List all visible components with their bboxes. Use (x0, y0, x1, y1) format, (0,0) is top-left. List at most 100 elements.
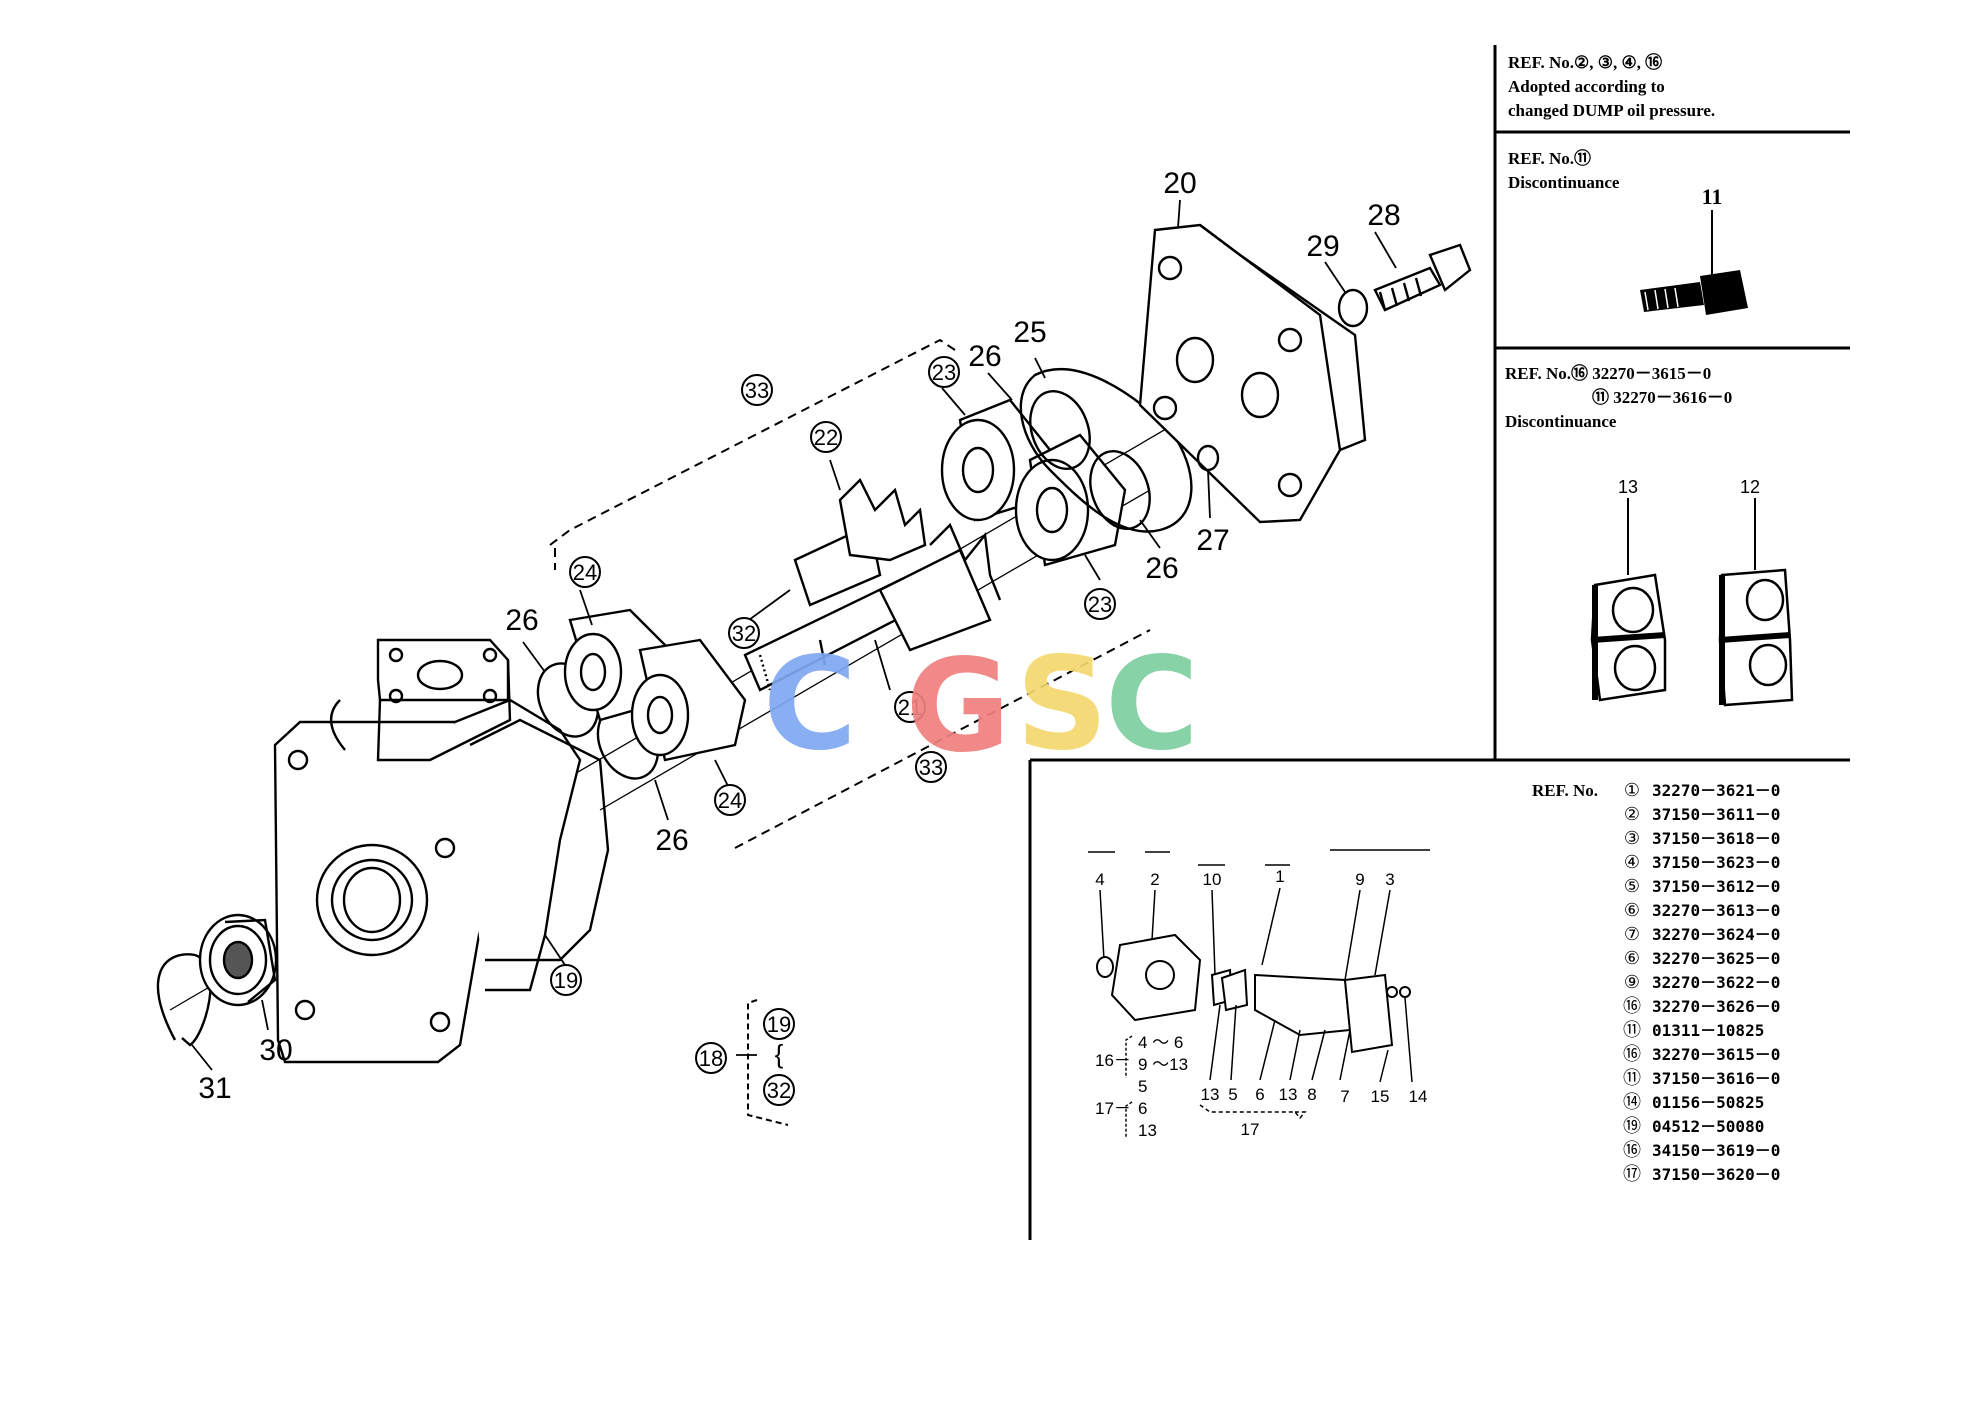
ref-table-ref: ⑯ (1623, 1140, 1641, 1160)
callout-26-left: 26 (505, 604, 538, 637)
ref-table-part-number: 32270－3613－0 (1652, 901, 1780, 920)
oring-26-right-a (1029, 390, 1091, 470)
watermark-letter-c2: C (1105, 630, 1199, 779)
callout-25: 25 (1013, 316, 1046, 349)
inset-label-8: 8 (1307, 1085, 1316, 1104)
svg-text:23: 23 (1088, 592, 1112, 617)
inset-label-13b: 13 (1279, 1085, 1298, 1104)
callout-20: 20 (1163, 167, 1196, 200)
watermark-letter-s: S (1016, 630, 1108, 779)
callout-23-top: 23 (928, 356, 960, 388)
callout-27: 27 (1196, 524, 1229, 557)
callout-numbers: 20 28 29 25 26 27 26 26 26 30 31 (198, 167, 1400, 1105)
inset-assembly-view: 4 2 10 1 9 3 (1088, 849, 1430, 1140)
callout-32-group: 32 (763, 1074, 795, 1106)
svg-text:Discontinuance: Discontinuance (1508, 173, 1620, 192)
inset-label-15: 15 (1371, 1087, 1390, 1106)
ref-table-part-number: 37150－3620－0 (1652, 1165, 1780, 1184)
svg-text:REF. No.⑪: REF. No.⑪ (1508, 148, 1591, 168)
svg-text:22: 22 (814, 425, 838, 450)
svg-text:21: 21 (898, 695, 922, 720)
inset-label-3: 3 (1385, 870, 1394, 889)
callout-leaders (191, 199, 1397, 1071)
svg-text:changed DUMP oil pressure.: changed DUMP oil pressure. (1508, 101, 1715, 120)
frame-lines (1028, 45, 1850, 1240)
inset-label-7: 7 (1340, 1087, 1349, 1106)
ref-table-part-number: 32270－3622－0 (1652, 973, 1780, 992)
svg-text:19: 19 (767, 1012, 791, 1037)
svg-text:REF. No.②, ③, ④, ⑯: REF. No.②, ③, ④, ⑯ (1508, 52, 1662, 72)
callout-32: 32 (728, 617, 760, 649)
callout-24-top: 24 (569, 556, 601, 588)
bushings-23 (940, 398, 1127, 567)
group-legend: 16－ 4 ～ 6 9 ～13 5 17－ 6 13 (1095, 1033, 1188, 1140)
ref-table-part-number: 37150－3611－0 (1652, 805, 1780, 824)
main-exploded-view (156, 223, 1472, 1064)
svg-text:16－: 16－ (1095, 1051, 1131, 1070)
bolt-11-label: 11 (1702, 184, 1723, 209)
washer-29 (1337, 288, 1369, 328)
ref-table-ref: ① (1624, 780, 1640, 800)
svg-text:17－: 17－ (1095, 1099, 1131, 1118)
callout-26-top: 26 (968, 340, 1001, 373)
block-13-icon (1590, 573, 1667, 702)
callout-28: 28 (1367, 199, 1400, 232)
watermark-letter-g: G (905, 632, 1010, 781)
callout-29: 29 (1306, 230, 1339, 263)
callout-31: 31 (198, 1072, 231, 1105)
callout-33-bottom: 33 (915, 751, 947, 783)
ref-table-part-number: 37150－3623－0 (1652, 853, 1780, 872)
cover-20 (1138, 223, 1367, 524)
ref-table-title: REF. No. (1532, 781, 1598, 800)
inset-label-9: 9 (1355, 870, 1364, 889)
callout-26-bottom: 26 (655, 824, 688, 857)
ref-table-ref: ⑪ (1623, 1068, 1641, 1088)
inset-bottom-labels: 13 5 6 13 8 7 15 14 (1201, 1085, 1428, 1106)
svg-text:23: 23 (932, 360, 956, 385)
inset-label-10: 10 (1203, 870, 1222, 889)
ref-table-ref: ⑥ (1624, 900, 1640, 920)
ref-table-part-number: 01156－50825 (1652, 1093, 1764, 1112)
note-panel-3: REF. No.⑯ 32270－3615－0 ⑪ 32270－3616－0 Di… (1505, 363, 1794, 707)
ref-table-part-number: 04512－50080 (1652, 1117, 1764, 1136)
oring-26-right-b (1089, 450, 1151, 530)
bolt-11-icon (1640, 270, 1748, 315)
block-12-icon (1718, 568, 1794, 707)
ref-table-ref: ② (1624, 804, 1640, 824)
inset-label-17: 17 (1241, 1120, 1260, 1139)
inset-label-14: 14 (1409, 1087, 1428, 1106)
bushings-24 (563, 608, 747, 762)
svg-text:6: 6 (1138, 1099, 1147, 1118)
ref-table-part-number: 32270－3625－0 (1652, 949, 1780, 968)
block-12-label: 12 (1740, 477, 1760, 497)
svg-text:33: 33 (745, 378, 769, 403)
svg-text:{: { (775, 1039, 784, 1069)
svg-text:9 ～13: 9 ～13 (1138, 1055, 1188, 1074)
svg-text:32: 32 (767, 1078, 791, 1103)
ref-table-part-number: 32270－3626－0 (1652, 997, 1780, 1016)
svg-text:33: 33 (919, 755, 943, 780)
ref-table-ref: ⑯ (1623, 1044, 1641, 1064)
callout-23-bottom: 23 (1084, 588, 1116, 620)
cgsc-watermark: C G S C (763, 630, 1199, 781)
callout-26-right: 26 (1145, 552, 1178, 585)
inset-label-1: 1 (1275, 867, 1284, 886)
svg-text:⑪ 32270－3616－0: ⑪ 32270－3616－0 (1592, 387, 1732, 407)
ref-table-ref: ⑰ (1623, 1164, 1641, 1184)
svg-text:REF. No.⑯ 32270－3615－0: REF. No.⑯ 32270－3615－0 (1505, 363, 1711, 383)
svg-text:4 ～ 6: 4 ～ 6 (1138, 1033, 1183, 1052)
callout-19-group: 19 (763, 1008, 795, 1040)
ref-table-part-number: 01311－10825 (1652, 1021, 1764, 1040)
inset-label-5: 5 (1228, 1085, 1237, 1104)
assembly-33-bracket (549, 338, 1151, 849)
svg-text:19: 19 (554, 968, 578, 993)
ref-table-ref: ⑨ (1624, 972, 1640, 992)
svg-text:24: 24 (573, 560, 597, 585)
callout-22: 22 (810, 421, 842, 453)
ref-table-ref: ⑪ (1623, 1020, 1641, 1040)
block-13-label: 13 (1618, 477, 1638, 497)
ref-table-ref: ⑯ (1623, 996, 1641, 1016)
callout-18: 18 (695, 1042, 727, 1074)
svg-text:5: 5 (1138, 1077, 1147, 1096)
